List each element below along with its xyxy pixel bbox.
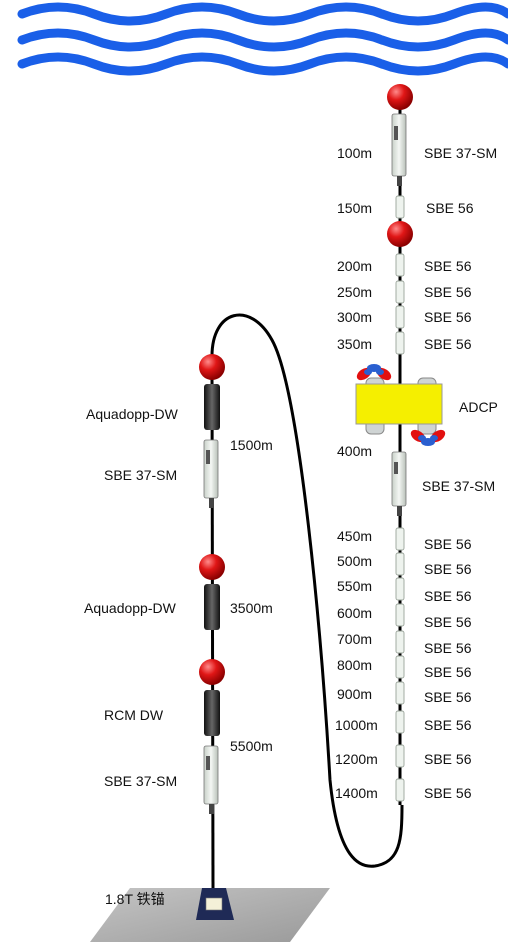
- sbe56-550m: [395, 577, 405, 601]
- depth-label: 150m: [337, 200, 373, 216]
- depth-label: 1000m: [335, 717, 378, 733]
- instrument-label: SBE 56: [424, 536, 472, 552]
- instrument-label: Aquadopp-DW: [86, 406, 178, 422]
- instrument-label: SBE 56: [424, 614, 472, 630]
- instrument-label: SBE 56: [424, 588, 472, 604]
- depth-label: 900m: [337, 686, 373, 702]
- instrument-label: SBE 56: [424, 664, 472, 680]
- sbe56-250m: [395, 280, 405, 304]
- depth-label: 500m: [337, 553, 373, 569]
- instrument-label: SBE 37-SM: [424, 145, 498, 161]
- depth-label: 450m: [337, 528, 373, 544]
- sbe56-350m: [395, 331, 405, 355]
- sbe56-150m: [395, 195, 405, 219]
- depth-label: 1200m: [335, 751, 378, 767]
- float-left-top: [199, 354, 225, 380]
- aquadopp-dw-3500m: [204, 584, 220, 630]
- depth-label: 400m: [337, 443, 373, 459]
- float-left-lower: [199, 659, 225, 685]
- instrument-label: SBE 37-SM: [422, 478, 496, 494]
- adcp-top-transducers: [356, 364, 392, 381]
- sbe56-1400m: [395, 778, 405, 802]
- depth-label: 300m: [337, 309, 373, 325]
- depth-label: 100m: [337, 145, 373, 161]
- anchor-label: 1.8T 铁锚: [105, 891, 165, 907]
- instrument-label: SBE 56: [424, 284, 472, 300]
- sbe37-right-400m: [391, 451, 407, 516]
- depth-label: 350m: [337, 336, 373, 352]
- sbe56-900m: [395, 681, 405, 705]
- float-right-second: [387, 221, 413, 247]
- sbe37-left-upper: [203, 439, 219, 508]
- instrument-label: SBE 56: [424, 258, 472, 274]
- sbe37-right-top: [391, 113, 407, 186]
- depth-label: 550m: [337, 578, 373, 594]
- sea-surface-waves: [17, 2, 508, 76]
- depth-label: 1500m: [230, 437, 273, 453]
- sbe56-1000m: [395, 710, 405, 734]
- depth-label: 5500m: [230, 738, 273, 754]
- anchor-icon: [196, 888, 234, 920]
- sbe56-300m: [395, 305, 405, 329]
- instrument-label: SBE 56: [426, 200, 474, 216]
- instrument-label: Aquadopp-DW: [84, 600, 176, 616]
- adcp-frame: [355, 364, 446, 446]
- depth-label: 1400m: [335, 785, 378, 801]
- instrument-label: SBE 56: [424, 751, 472, 767]
- depth-label: 800m: [337, 657, 373, 673]
- sbe56-700m: [395, 630, 405, 654]
- sbe56-1200m: [395, 744, 405, 768]
- aquadopp-dw-1500m: [204, 384, 220, 430]
- instrument-label: SBE 56: [424, 309, 472, 325]
- float-right-top: [387, 84, 413, 110]
- adcp-bottom-transducers: [410, 429, 446, 446]
- instrument-label: SBE 37-SM: [104, 467, 178, 483]
- sbe56-600m: [395, 603, 405, 627]
- rcm-dw-5500m: [204, 690, 220, 736]
- sbe56-800m: [395, 655, 405, 679]
- sbe37-left-lower: [203, 745, 219, 814]
- instrument-label: SBE 56: [424, 640, 472, 656]
- depth-label: 200m: [337, 258, 373, 274]
- sbe56-450m: [395, 527, 405, 551]
- sbe56-right-group: [395, 195, 405, 802]
- sbe56-200m: [395, 253, 405, 277]
- depth-label: 700m: [337, 631, 373, 647]
- connecting-cable: [210, 313, 404, 868]
- sbe56-500m: [395, 552, 405, 576]
- instrument-label: SBE 37-SM: [104, 773, 178, 789]
- depth-label: 250m: [337, 284, 373, 300]
- instrument-label: SBE 56: [424, 561, 472, 577]
- instrument-label: SBE 56: [424, 785, 472, 801]
- instrument-label: RCM DW: [104, 707, 164, 723]
- depth-label: 600m: [337, 605, 373, 621]
- adcp-label: ADCP: [459, 399, 498, 415]
- instrument-label: SBE 56: [424, 689, 472, 705]
- float-left-middle: [199, 554, 225, 580]
- instrument-label: SBE 56: [424, 336, 472, 352]
- instrument-label: SBE 56: [424, 717, 472, 733]
- depth-label: 3500m: [230, 600, 273, 616]
